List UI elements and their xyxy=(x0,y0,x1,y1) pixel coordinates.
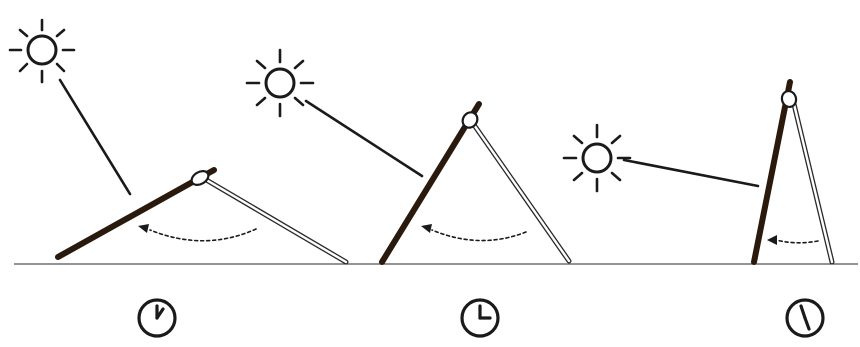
sun-icon xyxy=(247,50,313,116)
solar-panel xyxy=(754,82,790,262)
clock-icon xyxy=(462,300,498,336)
solar-panel xyxy=(58,170,214,257)
support-leg xyxy=(203,178,346,262)
panel-evening xyxy=(564,82,832,336)
sun-beam xyxy=(306,101,422,176)
curved-dotted-arrow-icon xyxy=(138,224,256,241)
support-leg xyxy=(793,100,832,262)
curved-dotted-arrow-icon xyxy=(421,224,526,241)
clock-icon xyxy=(787,300,823,336)
clock-icon xyxy=(139,300,175,336)
curved-dotted-arrow-icon xyxy=(767,235,818,245)
sun-icon xyxy=(564,125,630,191)
solar-panel xyxy=(382,104,479,262)
panel-midday xyxy=(247,50,569,336)
sun-icon xyxy=(10,20,74,82)
sun-beam xyxy=(624,160,758,186)
support-leg xyxy=(472,122,569,261)
sun-beam xyxy=(60,80,130,194)
